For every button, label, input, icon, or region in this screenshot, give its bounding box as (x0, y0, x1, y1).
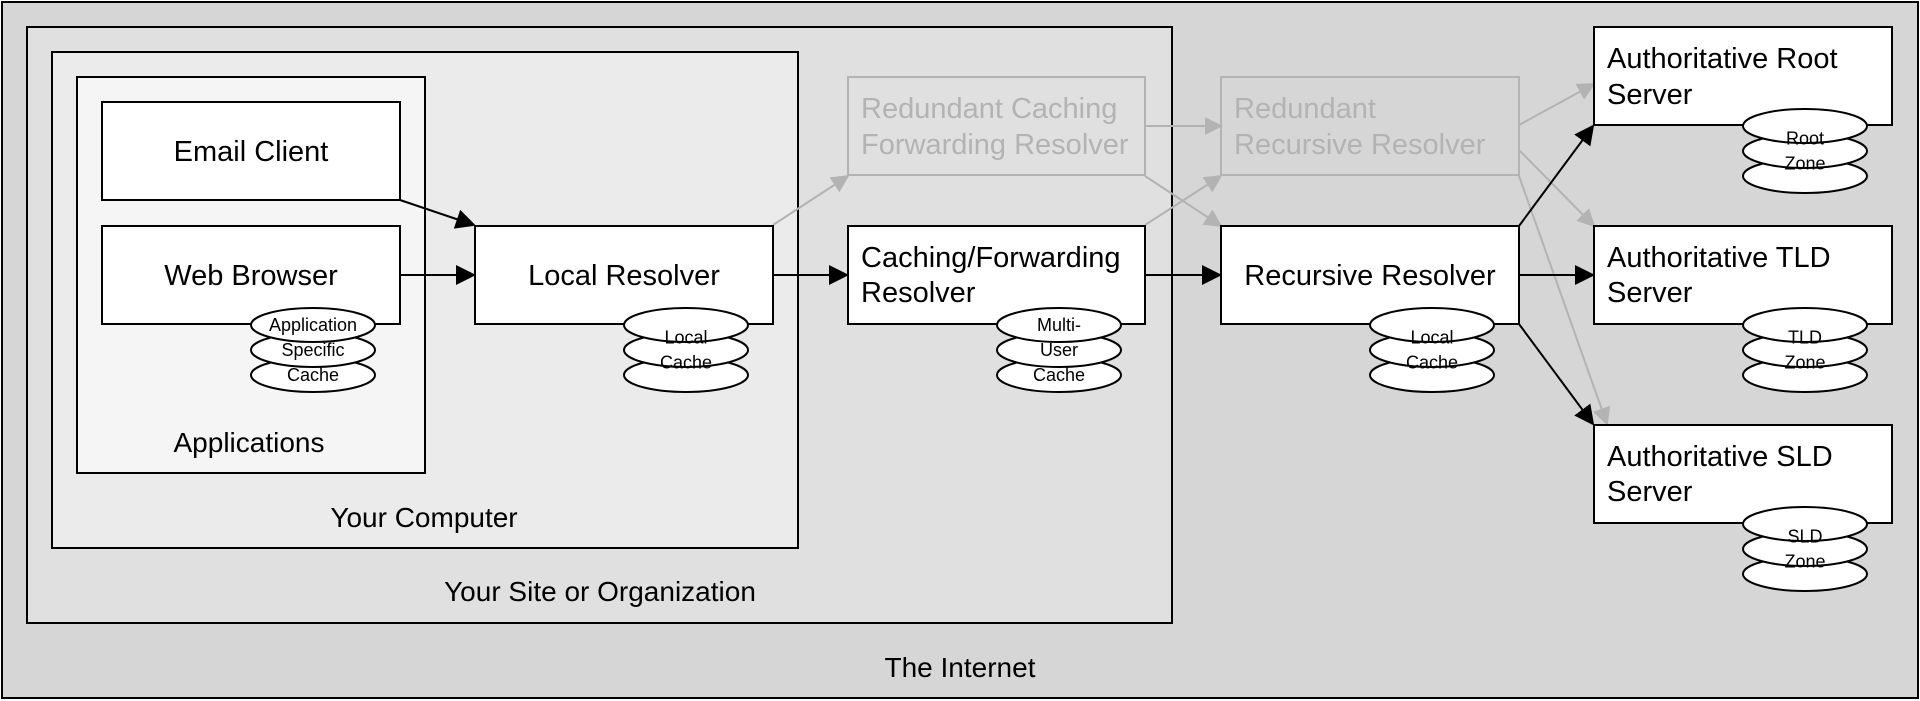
internet-label: The Internet (885, 652, 1036, 683)
arrow-redundant-recursive-to-root (1518, 83, 1596, 126)
caching-forwarding-line1: Caching/Forwarding (861, 242, 1121, 274)
auth-sld-line2: Server (1607, 476, 1693, 508)
recursive-resolver-box (1220, 225, 1520, 325)
db-sld-zone: SLD Zone (1742, 506, 1868, 592)
web-browser-box (101, 225, 401, 325)
db-label: Root (1786, 129, 1824, 149)
auth-sld-line1: Authoritative SLD (1607, 441, 1833, 473)
email-client-label: Email Client (174, 136, 329, 168)
web-browser-label: Web Browser (164, 260, 338, 292)
authoritative-root-server-box (1593, 26, 1893, 126)
email-client-box (101, 101, 401, 201)
arrow-redundant-recursive-to-sld (1518, 175, 1611, 426)
db-label: Zone (1784, 353, 1825, 373)
arrow-redundant-recursive-to-tld (1518, 149, 1596, 228)
auth-root-line1: Authoritative Root (1607, 43, 1838, 75)
auth-root-line2: Server (1607, 79, 1693, 111)
resolution-paths (399, 124, 1595, 426)
db-disc (1742, 506, 1868, 542)
arrow-recursive-to-root (1518, 124, 1595, 227)
db-label: Cache (1033, 365, 1085, 385)
redundant-recursive-line1: Redundant (1234, 93, 1376, 125)
db-label: Multi- (1037, 315, 1081, 335)
db-disc (1742, 307, 1868, 343)
caching-forwarding-resolver-box (847, 225, 1146, 325)
db-label: Zone (1784, 552, 1825, 572)
db-label: Application (269, 315, 357, 335)
arrow-recursive-to-sld (1518, 323, 1595, 426)
authoritative-sld-server-box (1593, 424, 1893, 524)
redundant-caching-line1: Redundant Caching (861, 93, 1117, 125)
applications-label: Applications (174, 427, 325, 458)
db-disc (623, 307, 749, 343)
db-label: Zone (1784, 154, 1825, 174)
recursive-resolver-label: Recursive Resolver (1244, 260, 1496, 292)
db-label: Cache (287, 365, 339, 385)
auth-tld-line2: Server (1607, 277, 1693, 309)
arrow-local-to-redundant-caching (772, 175, 850, 226)
db-label: SLD (1787, 527, 1822, 547)
db-label: User (1040, 340, 1078, 360)
redundant-caching-line2: Forwarding Resolver (861, 129, 1129, 161)
db-disc (250, 307, 376, 343)
db-label: Cache (660, 353, 712, 373)
db-label: Local (1410, 328, 1453, 348)
db-label: Local (664, 328, 707, 348)
authoritative-tld-server-box (1593, 225, 1893, 325)
arrow-email-to-local (399, 199, 476, 229)
redundant-paths (772, 83, 1611, 426)
auth-tld-line1: Authoritative TLD (1607, 242, 1831, 274)
redundant-recursive-line2: Recursive Resolver (1234, 129, 1486, 161)
computer-label: Your Computer (330, 502, 517, 533)
db-label: TLD (1788, 328, 1822, 348)
caching-forwarding-line2: Resolver (861, 277, 976, 309)
db-disc (996, 307, 1122, 343)
db-label: Specific (281, 340, 344, 360)
db-tld-zone: TLD Zone (1742, 307, 1868, 393)
db-disc (1742, 108, 1868, 144)
db-disc (1369, 307, 1495, 343)
local-resolver-label: Local Resolver (528, 260, 720, 292)
db-label: Cache (1406, 353, 1458, 373)
arrow-caching-forwarding-to-redundant-recursive (1144, 175, 1223, 226)
organization-label: Your Site or Organization (444, 576, 756, 607)
